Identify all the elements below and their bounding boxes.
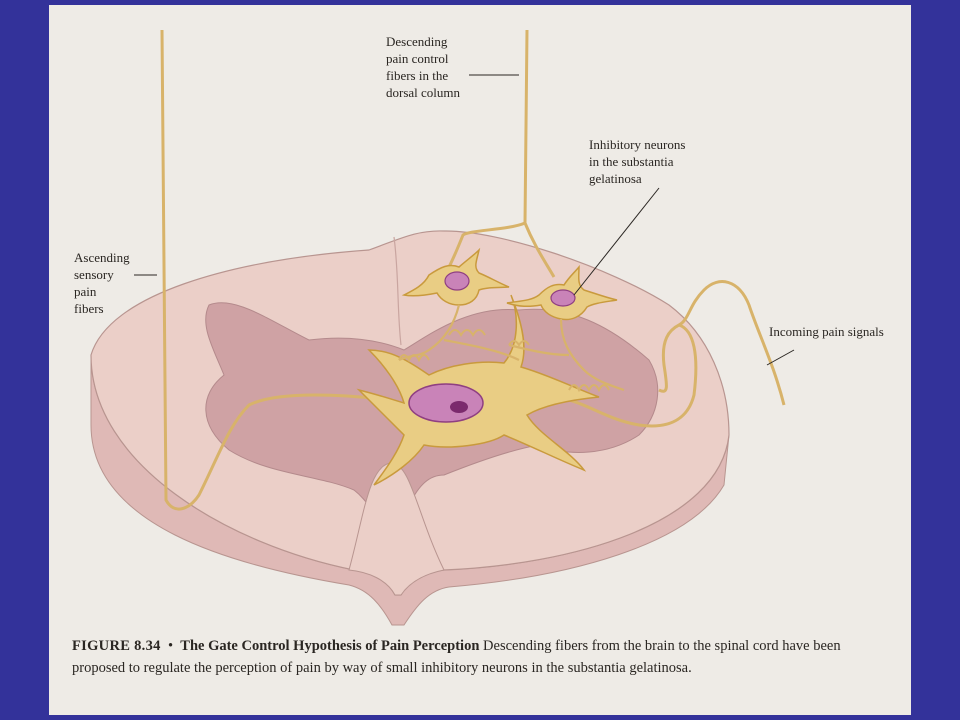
figure-caption: FIGURE 8.34 • The Gate Control Hypothesi… bbox=[72, 635, 892, 679]
label-incoming-pain-signals: Incoming pain signals bbox=[769, 324, 884, 339]
label-descending-fibers: Descending pain control fibers in the do… bbox=[386, 34, 461, 100]
inhibitory-neuron-1-nucleus bbox=[444, 271, 470, 291]
figure-title: The Gate Control Hypothesis of Pain Perc… bbox=[180, 638, 480, 654]
ventral-fissure bbox=[348, 462, 445, 596]
slide-page: Descending pain control fibers in the do… bbox=[49, 5, 911, 715]
inhibitory-neuron-2-nucleus bbox=[550, 289, 576, 307]
figure-number: FIGURE 8.34 bbox=[72, 638, 161, 654]
dorsal-midline bbox=[393, 236, 402, 346]
ascending-fiber bbox=[160, 29, 390, 511]
caption-text: Descending fibers from the brain to the … bbox=[72, 638, 841, 676]
synaptic-terminals bbox=[398, 329, 610, 393]
spinal-cord-diagram bbox=[90, 29, 795, 626]
caption-bullet: • bbox=[167, 638, 174, 654]
label-inhibitory-neurons: Inhibitory neurons in the substantia gel… bbox=[589, 137, 686, 186]
inhibitory-axon-2 bbox=[508, 318, 625, 392]
incoming-pain-fiber bbox=[568, 280, 786, 428]
leader-inhibitory bbox=[573, 187, 660, 296]
descending-fiber-branch bbox=[523, 222, 556, 278]
projection-neuron-nucleus bbox=[408, 383, 484, 423]
descending-fiber bbox=[447, 29, 529, 268]
projection-neuron-body bbox=[356, 294, 600, 486]
label-ascending-fibers: Ascending sensory pain fibers bbox=[74, 250, 130, 316]
projection-neuron-nucleolus bbox=[450, 401, 468, 413]
leader-incoming bbox=[766, 349, 795, 366]
